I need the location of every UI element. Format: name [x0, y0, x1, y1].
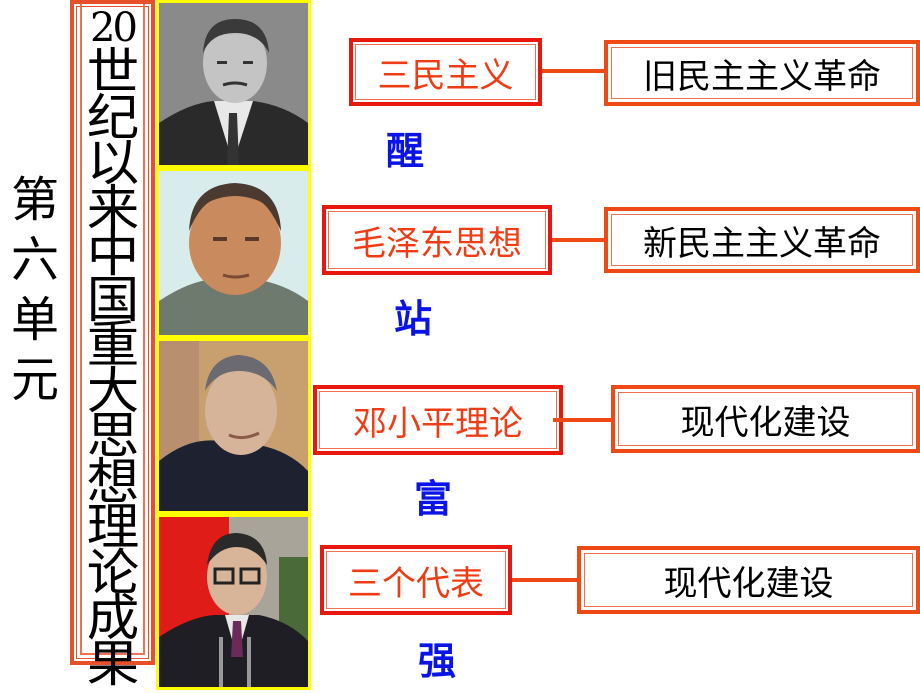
revolution-label: 新民主主义革命	[643, 223, 881, 264]
portrait-image	[159, 3, 308, 165]
connector-line-2	[552, 238, 604, 242]
revolution-box-1: 旧民主主义革命	[604, 40, 920, 106]
unit-label-char: 单	[10, 292, 59, 348]
portrait-image	[159, 341, 308, 511]
title-char: 论	[86, 543, 139, 602]
portrait-column	[156, 0, 311, 690]
keyword-1: 醒	[386, 128, 425, 173]
portrait-photo-1	[156, 0, 311, 168]
title-char: 纪	[86, 88, 139, 147]
portrait-photo-2	[156, 168, 311, 338]
theory-label: 三民主义	[377, 55, 514, 96]
portrait-photo-3	[156, 338, 311, 514]
keyword-2: 站	[394, 296, 433, 341]
keyword-4: 强	[418, 638, 457, 683]
title-number: 20	[90, 5, 138, 51]
title-char: 世	[86, 43, 139, 101]
portrait-image	[159, 171, 308, 335]
keyword-3: 富	[414, 476, 453, 521]
title-char: 以	[86, 134, 139, 192]
title-char: 果	[86, 634, 139, 693]
title-char: 大	[86, 361, 139, 420]
theory-box-4: 三个代表	[320, 545, 512, 615]
title-char: 来	[86, 179, 139, 238]
theory-label: 三个代表	[348, 563, 484, 604]
theory-box-2: 毛泽东思想	[322, 205, 552, 275]
revolution-label: 现代化建设	[680, 402, 851, 443]
unit-label-char: 第	[10, 172, 59, 228]
portrait-image	[159, 517, 308, 687]
revolution-box-2: 新民主主义革命	[604, 207, 920, 273]
title-char: 想	[86, 452, 139, 511]
title-char: 国	[86, 270, 139, 329]
theory-label: 毛泽东思想	[352, 223, 522, 264]
title-char: 中	[86, 225, 139, 283]
revolution-label: 旧民主主义革命	[643, 56, 881, 97]
unit-label: 第 六 单 元	[8, 170, 62, 410]
revolution-label: 现代化建设	[663, 563, 834, 604]
title-char: 成	[86, 589, 139, 647]
connector-line-4	[512, 578, 577, 582]
theory-label: 邓小平理论	[353, 403, 523, 444]
unit-label-char: 元	[10, 352, 59, 408]
connector-line-3	[553, 418, 611, 422]
revolution-box-3: 现代化建设	[611, 385, 920, 453]
theory-box-1: 三民主义	[349, 38, 542, 106]
theory-box-3: 邓小平理论	[313, 385, 563, 455]
portrait-photo-4	[156, 514, 311, 690]
revolution-box-4: 现代化建设	[577, 546, 920, 614]
title-char: 重	[86, 316, 139, 374]
title-char: 思	[86, 407, 139, 465]
unit-label-char: 六	[10, 232, 59, 288]
title-char: 理	[86, 498, 139, 556]
connector-line-1	[542, 69, 604, 73]
vertical-title-box: 20 世 纪 以 来 中 国 重 大 思 想 理 论 成 果	[70, 0, 155, 688]
